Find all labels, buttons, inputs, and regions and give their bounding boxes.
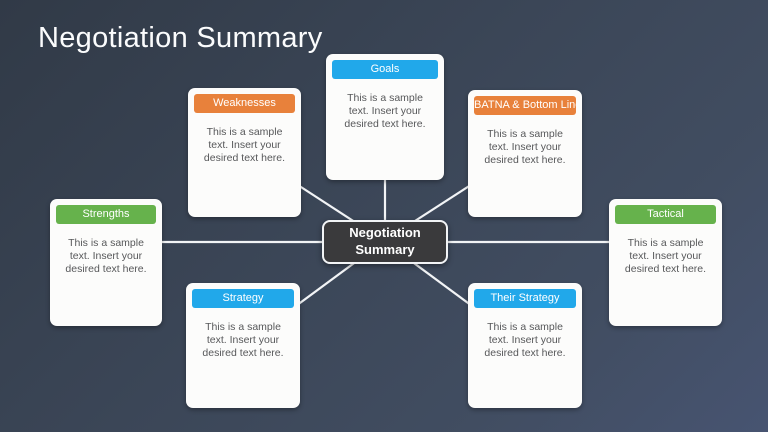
card-goals: Goals This is a sample text. Insert your…: [326, 54, 444, 180]
card-batna-body: This is a sample text. Insert your desir…: [484, 128, 566, 167]
center-node: Negotiation Summary: [322, 220, 448, 264]
card-their-strategy: Their Strategy This is a sample text. In…: [468, 283, 582, 408]
card-weaknesses: Weaknesses This is a sample text. Insert…: [188, 88, 301, 217]
card-tactical-header: Tactical: [615, 205, 716, 224]
card-strategy: Strategy This is a sample text. Insert y…: [186, 283, 300, 408]
card-goals-body: This is a sample text. Insert your desir…: [344, 92, 426, 131]
card-strategy-body: This is a sample text. Insert your desir…: [202, 321, 284, 360]
center-node-label: Negotiation Summary: [349, 225, 421, 257]
card-strengths-header: Strengths: [56, 205, 156, 224]
card-batna-header: BATNA & Bottom Line: [474, 96, 576, 115]
card-strengths: Strengths This is a sample text. Insert …: [50, 199, 162, 326]
card-tactical-body: This is a sample text. Insert your desir…: [624, 237, 707, 276]
card-goals-header: Goals: [332, 60, 438, 79]
card-their-strategy-body: This is a sample text. Insert your desir…: [484, 321, 566, 360]
card-weaknesses-header: Weaknesses: [194, 94, 295, 113]
card-their-strategy-header: Their Strategy: [474, 289, 576, 308]
card-strengths-body: This is a sample text. Insert your desir…: [65, 237, 147, 276]
card-strategy-header: Strategy: [192, 289, 294, 308]
card-weaknesses-body: This is a sample text. Insert your desir…: [203, 126, 286, 165]
card-batna-bottom-line: BATNA & Bottom Line This is a sample tex…: [468, 90, 582, 217]
card-tactical: Tactical This is a sample text. Insert y…: [609, 199, 722, 326]
slide-title: Negotiation Summary: [38, 22, 323, 54]
